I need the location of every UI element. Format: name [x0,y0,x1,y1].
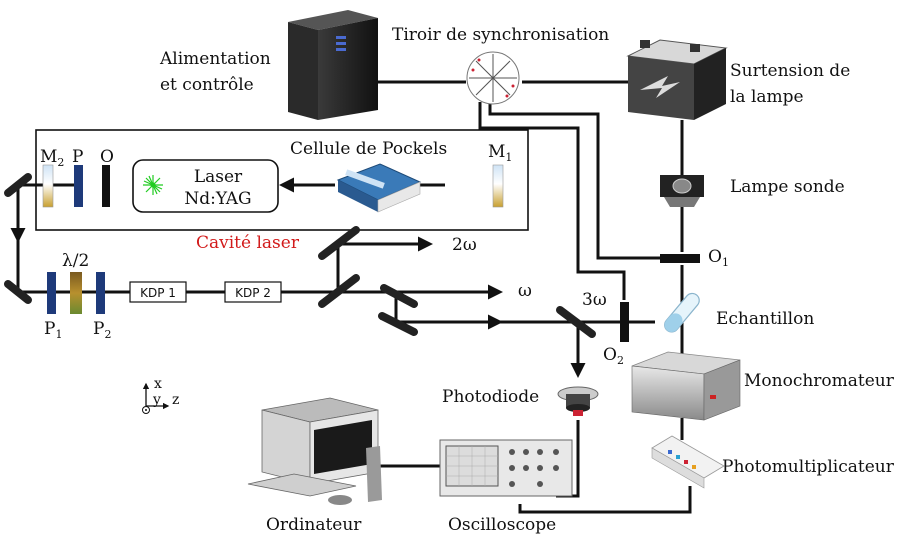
kdp2-box [224,281,282,303]
computer-tower-icon [288,10,378,120]
axis-x-label: x [154,376,162,392]
polarizer-p1 [47,272,56,314]
desktop-computer-icon [247,397,382,505]
mirror-m1 [492,164,504,208]
o2-label: O2 [603,345,624,367]
laser-label-line2: Nd:YAG [184,189,251,209]
two-omega-label: 2ω [452,235,477,255]
polarizer-p [74,165,83,207]
axes-indicator [142,382,170,414]
kdp2-label: KDP 2 [235,286,271,300]
p1-label: P1 [44,319,62,341]
wires [378,80,692,514]
surtension-label-line2: la lampe [730,87,804,107]
alimentation-label-line1: Alimentation [159,49,271,69]
lambda-half-label: λ/2 [62,251,89,271]
pockels-label: Cellule de Pockels [290,139,447,159]
laser-cavity-frame [35,129,529,231]
laser-beams [10,177,655,378]
sync-dial-icon [466,51,520,105]
o1-label: O1 [708,247,729,269]
battery-icon [626,39,728,120]
aperture-o2 [620,302,629,342]
aperture-o1 [660,254,700,263]
probe-lamp-icon [660,175,704,207]
photomultiplier-icon [651,435,725,489]
laser-spark-icon [143,175,163,195]
polarizer-p2 [96,272,105,314]
m1-label: M1 [488,142,512,164]
m2-label: M2 [40,147,64,169]
surtension-label-line1: Surtension de [730,61,850,81]
alimentation-label-line2: et contrôle [160,75,254,95]
kdp1-label: KDP 1 [140,286,176,300]
mirror-m2 [42,164,54,208]
ordinateur-label: Ordinateur [266,515,362,535]
oscilloscope-icon [439,439,573,497]
axis-y-label: y [152,392,161,408]
cavity-label: Cavité laser [196,233,300,253]
laser-label-line1: Laser [194,167,243,187]
echantillon-label: Echantillon [716,309,814,329]
laser-box [132,159,279,213]
aperture-o [102,165,110,207]
o-label: O [100,147,114,167]
photodiode-icon [557,386,599,416]
half-wave-plate [70,272,82,314]
p-label: P [72,147,83,167]
omega-label: ω [518,281,532,301]
p2-label: P2 [93,319,111,341]
axis-z-label: z [172,392,179,408]
monochromateur-label: Monochromateur [744,371,895,391]
sample-tube-icon [664,292,700,333]
tiroir-label: Tiroir de synchronisation [392,25,609,45]
photomultiplicateur-label: Photomultiplicateur [722,457,895,477]
oscilloscope-label: Oscilloscope [448,515,556,535]
monochromator-icon [631,351,741,421]
turning-mirrors [4,173,596,338]
lampe-sonde-label: Lampe sonde [730,177,845,197]
pockels-cell-icon [336,163,422,213]
photodiode-label: Photodiode [442,387,539,407]
three-omega-label: 3ω [582,290,607,310]
kdp1-box [129,281,187,303]
